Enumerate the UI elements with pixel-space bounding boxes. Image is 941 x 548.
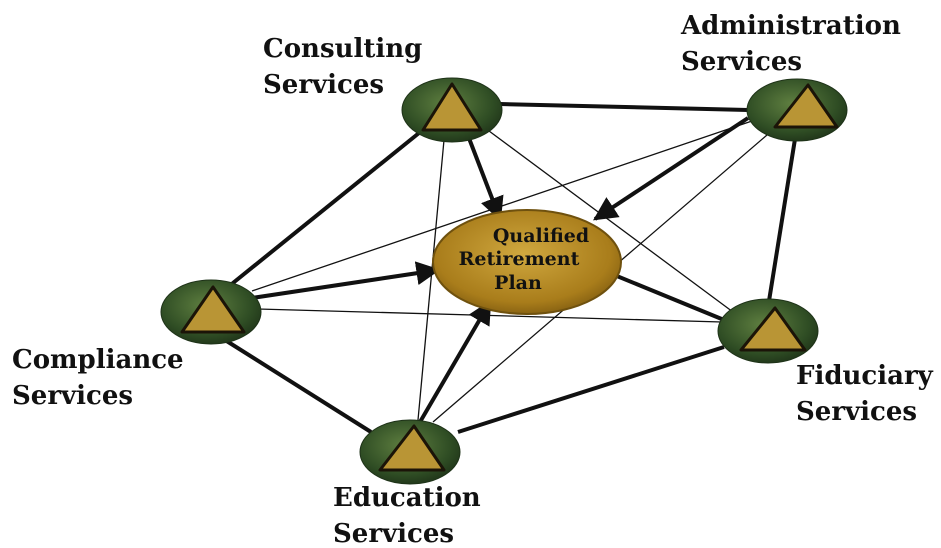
compliance-triangle-icon: [180, 285, 246, 334]
fiduciary-services-label-line1: Fiduciary: [796, 361, 933, 391]
consulting-services-label: Consulting Services: [263, 31, 422, 103]
administration-services-label: Administration Services: [681, 8, 901, 80]
plan-label-line2: Retirement: [459, 248, 580, 270]
edge-education-fiduciary: [457, 345, 725, 434]
plan-ellipse: [432, 209, 622, 315]
edge-compliance-education: [223, 338, 373, 434]
education-triangle-icon: [378, 424, 446, 472]
arrow-compliance-to-plan: [251, 261, 441, 300]
compliance-services-label-line1: Compliance: [12, 345, 184, 375]
arrow-consulting-to-plan: [465, 132, 504, 222]
administration-services-label-line2: Services: [681, 47, 803, 77]
plan-label-line1: Qualified: [493, 225, 589, 247]
education-services-label-line1: Education: [333, 483, 481, 513]
education-node: [359, 419, 461, 485]
education-services-label: Education Services: [333, 480, 481, 548]
fiduciary-node: [717, 298, 819, 364]
fiduciary-services-label-line2: Services: [796, 397, 918, 427]
plan-label-line3: Plan: [494, 272, 542, 294]
compliance-services-label: Compliance Services: [12, 342, 184, 414]
compliance-services-label-line2: Services: [12, 381, 134, 411]
consulting-services-label-line2: Services: [263, 70, 385, 100]
edge-consulting-administration: [499, 102, 749, 112]
outer-connections: [223, 102, 797, 434]
compliance-node: [160, 279, 262, 345]
education-services-label-line2: Services: [333, 519, 455, 548]
consulting-node: [401, 77, 503, 143]
fiduciary-services-label: Fiduciary Services: [796, 358, 933, 430]
edge-consulting-compliance: [226, 131, 421, 289]
administration-services-label-line1: Administration: [681, 11, 901, 41]
arrow-education-to-plan: [418, 299, 492, 424]
administration-node: [746, 78, 848, 142]
edge-administration-fiduciary: [767, 138, 797, 302]
central-plan: Qualified Retirement Plan: [432, 209, 622, 315]
consulting-services-label-line1: Consulting: [263, 34, 423, 64]
arrow-administration-to-plan: [592, 116, 750, 221]
consulting-triangle-icon: [421, 82, 483, 132]
fiduciary-triangle-icon: [739, 306, 807, 352]
administration-triangle-icon: [773, 83, 839, 129]
